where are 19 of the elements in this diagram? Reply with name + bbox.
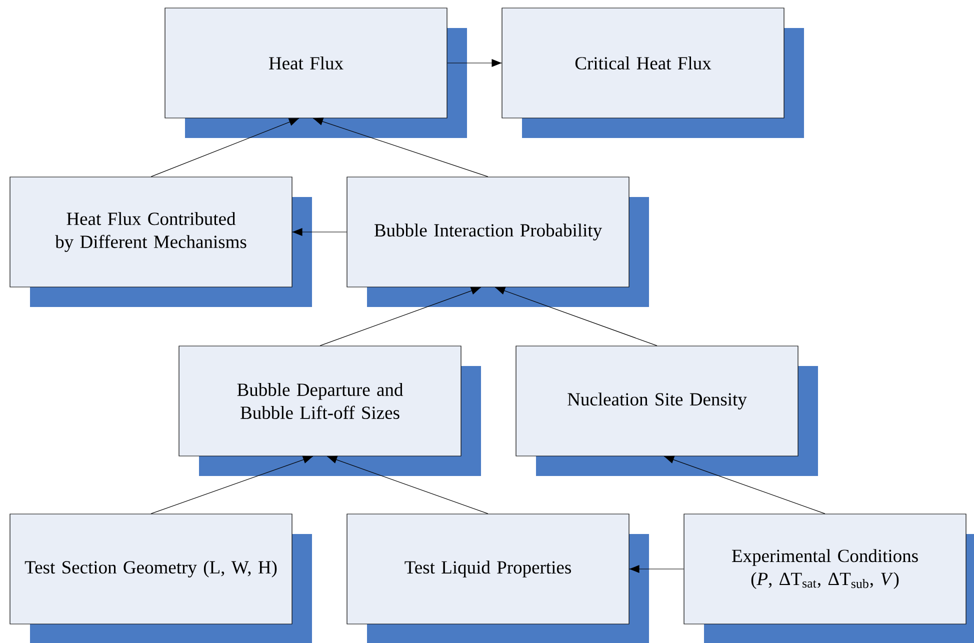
arrow <box>320 286 482 346</box>
process-box: Heat Flux Contributed by Different Mechanisms <box>10 176 312 307</box>
arrow <box>326 456 488 514</box>
process-box: Test Section Geometry (L, W, H) <box>10 514 312 643</box>
process-box: Bubble Interaction Probability <box>346 176 649 307</box>
arrow <box>664 456 826 514</box>
arrow <box>447 59 502 67</box>
arrow <box>494 286 658 346</box>
process-box: Heat Flux <box>164 8 467 138</box>
process-box: Experimental Conditions (P, ΔT$_{sat}$, ΔT$_{sub}$, V) <box>684 514 974 643</box>
arrow <box>150 456 314 514</box>
process-box: Test Liquid Properties <box>346 514 649 643</box>
arrow <box>150 118 300 177</box>
process-box: Nucleation Site Density <box>516 346 818 476</box>
arrow <box>629 565 684 573</box>
arrow <box>312 118 488 177</box>
process-box: Critical Heat Flux <box>502 8 804 138</box>
process-box: Bubble Departure and Bubble Lift-off Sizes <box>178 346 481 476</box>
arrow <box>292 228 347 236</box>
